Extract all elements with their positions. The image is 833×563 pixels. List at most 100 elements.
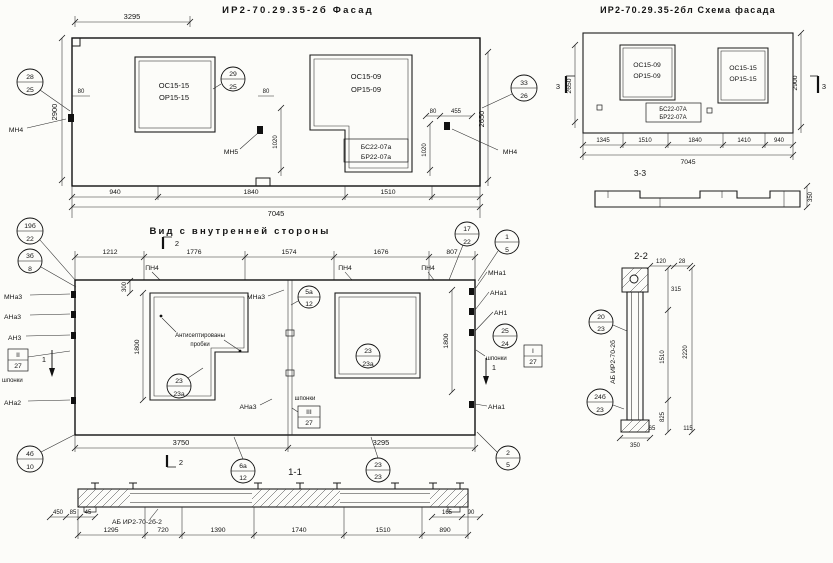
callout-top: III bbox=[306, 409, 312, 416]
scheme-window-left: ОС15-09 ОР15-09 bbox=[619, 44, 676, 101]
anchor-label-mn5: МН5 bbox=[224, 149, 239, 156]
callout-bottom: 23 bbox=[374, 474, 382, 481]
dim-1740: 1740 bbox=[291, 527, 306, 534]
callout-top: 5а bbox=[305, 289, 313, 296]
section-foot bbox=[620, 419, 650, 433]
callout-bottom: 26 bbox=[520, 93, 528, 100]
key-mark bbox=[285, 369, 295, 377]
scheme-window-right: ОС15-15 ОР15-15 bbox=[717, 47, 769, 104]
panel-joint bbox=[287, 280, 293, 435]
callout-25-24: 25 24 bbox=[492, 323, 518, 349]
anchor-label-an1: АН1 bbox=[494, 310, 507, 317]
window-zone-lines bbox=[130, 493, 430, 503]
facade-callout-33-26: 33 26 bbox=[481, 74, 538, 109]
callout-23-23: 23 23 bbox=[365, 436, 391, 483]
block-mark: БР22-07А bbox=[659, 115, 686, 121]
window-opening bbox=[309, 54, 413, 173]
dim-1840: 1840 bbox=[688, 138, 702, 144]
keys-label: шпонки bbox=[2, 378, 23, 384]
dim-450: 450 bbox=[53, 510, 64, 516]
callout-bottom: 23а bbox=[362, 361, 374, 368]
callout-top: 25 bbox=[501, 328, 509, 335]
anchor-mark bbox=[68, 114, 74, 122]
window-frame bbox=[338, 296, 417, 375]
window-frame bbox=[153, 296, 245, 397]
callout-bottom: 22 bbox=[463, 239, 471, 246]
callout-3b-8: 3б 8 bbox=[17, 248, 77, 288]
inner-left-annotations: МНа3 АНа3 АН3 АНа2 II 27 шпонки bbox=[2, 291, 76, 407]
strip-foot bbox=[447, 506, 461, 513]
mark-leader bbox=[149, 508, 159, 520]
section-1-label: 1 bbox=[492, 363, 496, 372]
hole-mark bbox=[706, 107, 713, 114]
dim-1345: 1345 bbox=[596, 138, 610, 144]
section-1-1-title: 1-1 bbox=[288, 467, 302, 478]
window-mark: ОС15-09 bbox=[351, 72, 381, 81]
window-frame bbox=[622, 47, 673, 98]
facade-bottom-dims: 940 1840 1510 7045 bbox=[68, 186, 484, 218]
dim-28: 28 bbox=[679, 259, 686, 265]
anchor-mark bbox=[257, 126, 263, 134]
plug-dot bbox=[238, 349, 242, 353]
callout-top: 17 bbox=[463, 226, 471, 233]
inner-section-2-marks: 2 2 bbox=[161, 236, 183, 468]
anchor-mark bbox=[444, 122, 450, 130]
anchor-mark bbox=[469, 308, 474, 315]
callout-2-5: 2 5 bbox=[476, 431, 521, 471]
dim-2900: 2900 bbox=[792, 75, 799, 90]
callout-23-23a-right: 23 23а bbox=[355, 343, 381, 369]
dim-7045: 7045 bbox=[268, 209, 285, 218]
section-2-label: 2 bbox=[179, 458, 183, 467]
dim-1574: 1574 bbox=[281, 249, 296, 256]
callout-bottom: 25 bbox=[229, 84, 237, 91]
dim-90: 90 bbox=[468, 510, 475, 516]
dim-1295: 1295 bbox=[103, 527, 118, 534]
strip-foot bbox=[83, 506, 97, 513]
callout-top: 23 bbox=[175, 378, 183, 385]
scheme-bottom-dims: 1345 1510 1840 1410 940 7045 bbox=[579, 133, 797, 166]
section-1-label: 1 bbox=[42, 355, 46, 364]
callout-bottom: 12 bbox=[305, 301, 313, 308]
scheme-title: ИР2-70.29.35-2бл Схема фасада bbox=[600, 5, 776, 15]
anchor-mark bbox=[71, 397, 76, 404]
callout-top: 29 bbox=[229, 71, 237, 78]
scheme-view: ИР2-70.29.35-2бл Схема фасада ОС15-09 ОР… bbox=[556, 5, 826, 166]
facade-callout-29-25: 29 25 bbox=[212, 66, 246, 92]
window-mark: ОР15-09 bbox=[351, 85, 381, 94]
dim-1676: 1676 bbox=[373, 249, 388, 256]
callout-top: 20 bbox=[597, 314, 605, 321]
anchor-section bbox=[629, 274, 639, 284]
callout-bottom: 5 bbox=[506, 462, 510, 469]
window-opening bbox=[134, 56, 216, 133]
dim-165: 165 bbox=[442, 510, 453, 516]
window-mark: ОР15-15 bbox=[729, 76, 756, 83]
section-3-label: 3 bbox=[556, 82, 560, 91]
anchor-label-mna3: МНа3 bbox=[4, 294, 22, 301]
dim-300: 300 bbox=[122, 281, 128, 292]
callout-bottom: 10 bbox=[26, 464, 34, 471]
dim-807: 807 bbox=[446, 249, 458, 256]
callout-bottom: 12 bbox=[239, 475, 247, 482]
window-mark: ОС15-15 bbox=[729, 65, 757, 72]
facade-window-right: ОС15-09 ОР15-09 БС22-07а БР22-07а bbox=[309, 54, 413, 173]
antiseptic-note: Антисептированы пробки bbox=[159, 314, 242, 353]
callout-20-23: 20 23 bbox=[588, 309, 628, 335]
callout-top: 4б bbox=[26, 450, 34, 458]
dim-2650: 2650 bbox=[566, 78, 573, 93]
anchor-mark bbox=[469, 288, 474, 295]
inner-view: Вид с внутренней стороны 1212 1776 1574 … bbox=[2, 217, 543, 484]
callout-top: II bbox=[16, 352, 20, 359]
inner-vertical-dims: 300 1800 1800 bbox=[122, 277, 456, 404]
dim-80: 80 bbox=[78, 89, 85, 95]
anchor-label-mna3: МНа3 bbox=[247, 294, 265, 301]
callout-bottom: 24 bbox=[501, 341, 509, 348]
callout-17-22: 17 22 bbox=[448, 221, 480, 281]
callout-1-5: 1 5 bbox=[477, 229, 520, 282]
callout-bottom: 27 bbox=[529, 359, 537, 366]
dim-1020: 1020 bbox=[422, 143, 428, 157]
dim-350: 350 bbox=[808, 191, 814, 202]
dim-85: 85 bbox=[70, 510, 77, 516]
dim-825: 825 bbox=[660, 411, 666, 422]
block-mark: БС22-07А bbox=[659, 107, 687, 113]
window-mark: ОР15-09 bbox=[633, 73, 660, 80]
